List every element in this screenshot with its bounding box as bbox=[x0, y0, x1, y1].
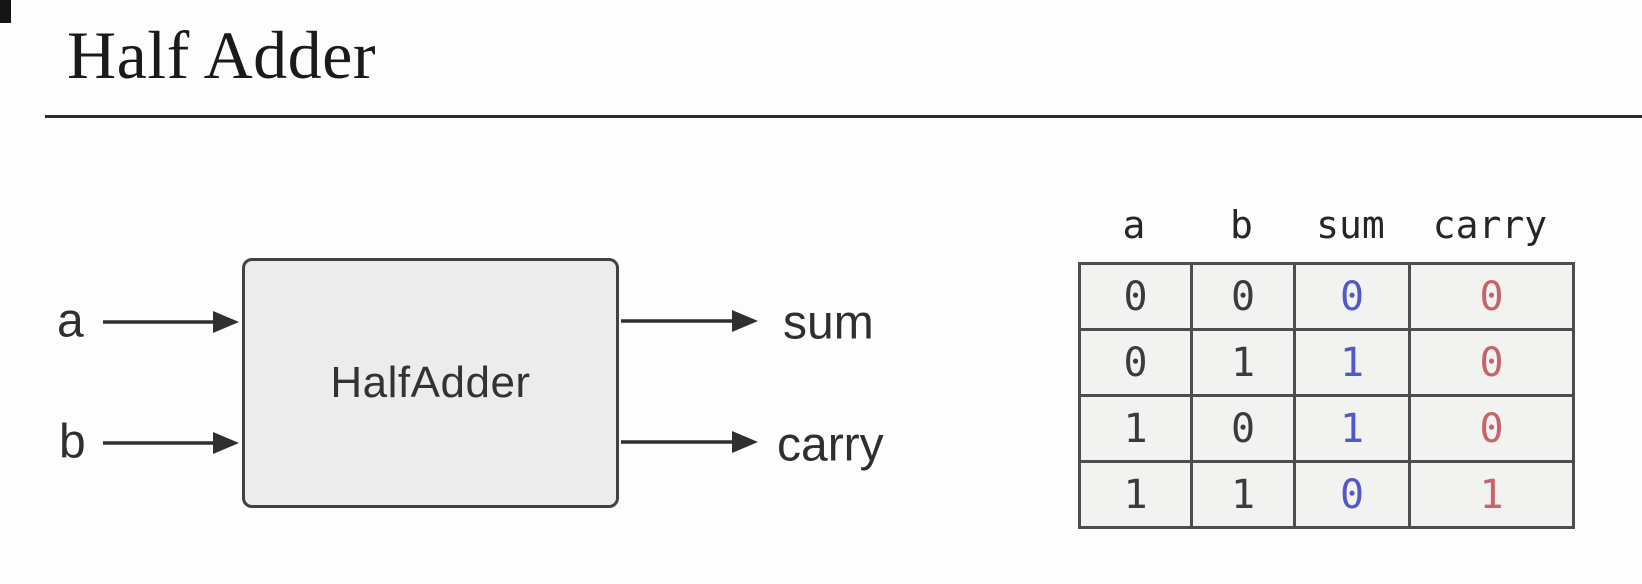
table-row: 1 1 0 1 bbox=[1078, 460, 1575, 529]
truth-table-header-b: b bbox=[1230, 203, 1253, 247]
table-row: 1 0 1 0 bbox=[1078, 394, 1575, 463]
output-label-sum: sum bbox=[783, 296, 874, 350]
cell-a: 1 bbox=[1078, 460, 1193, 529]
cell-a: 0 bbox=[1078, 262, 1193, 331]
cell-carry: 0 bbox=[1408, 262, 1575, 331]
cell-b: 0 bbox=[1190, 262, 1296, 331]
screen-artifact bbox=[0, 0, 11, 23]
cell-sum: 1 bbox=[1293, 328, 1411, 397]
cell-b: 0 bbox=[1190, 394, 1296, 463]
halfadder-block: HalfAdder bbox=[242, 258, 619, 508]
cell-a: 0 bbox=[1078, 328, 1193, 397]
truth-table-header-carry: carry bbox=[1432, 203, 1548, 247]
cell-sum: 0 bbox=[1293, 460, 1411, 529]
cell-b: 1 bbox=[1190, 328, 1296, 397]
input-arrow-a bbox=[103, 311, 239, 333]
truth-table: 0 0 0 0 0 1 1 0 1 0 1 0 1 1 0 1 bbox=[1078, 262, 1575, 529]
output-arrow-carry bbox=[621, 431, 758, 453]
slide-title: Half Adder bbox=[67, 17, 377, 93]
table-row: 0 0 0 0 bbox=[1078, 262, 1575, 331]
halfadder-block-label: HalfAdder bbox=[330, 358, 531, 407]
cell-b: 1 bbox=[1190, 460, 1296, 529]
cell-sum: 0 bbox=[1293, 262, 1411, 331]
truth-table-header-sum: sum bbox=[1316, 203, 1385, 247]
input-arrow-b bbox=[103, 432, 239, 454]
input-label-a: a bbox=[57, 294, 84, 348]
output-arrow-sum bbox=[621, 310, 758, 332]
truth-table-header-a: a bbox=[1122, 203, 1146, 247]
input-label-b: b bbox=[59, 415, 86, 469]
title-underline bbox=[45, 115, 1642, 118]
cell-sum: 1 bbox=[1293, 394, 1411, 463]
table-row: 0 1 1 0 bbox=[1078, 328, 1575, 397]
cell-a: 1 bbox=[1078, 394, 1193, 463]
output-label-carry: carry bbox=[777, 418, 884, 472]
cell-carry: 0 bbox=[1408, 328, 1575, 397]
cell-carry: 0 bbox=[1408, 394, 1575, 463]
truth-table-headers: a b sum carry bbox=[1078, 200, 1572, 250]
cell-carry: 1 bbox=[1408, 460, 1575, 529]
